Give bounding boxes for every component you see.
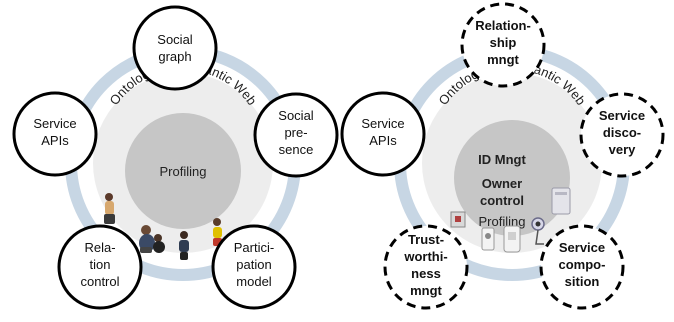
right-center-disc xyxy=(454,120,570,236)
left-center-label: Profiling xyxy=(160,164,207,179)
node-label: Service xyxy=(559,240,605,255)
left-node-relation-control: Rela- tion control xyxy=(57,224,143,310)
node-label: Relation- xyxy=(475,18,531,33)
node-label: Social xyxy=(157,32,193,47)
person-figure xyxy=(213,218,222,246)
node-label: APIs xyxy=(369,133,397,148)
right-node-relationship-mngt: Relation- ship mngt xyxy=(460,2,546,88)
server-device-icon xyxy=(551,187,571,215)
people-figures xyxy=(104,193,222,260)
node-label: mngt xyxy=(487,52,519,67)
node-label: Rela- xyxy=(84,240,115,255)
node-label: Partici- xyxy=(234,240,274,255)
left-diagram: Ontologies - Semantic Web Profiling xyxy=(12,5,339,310)
left-node-service-apis: Service APIs xyxy=(12,91,98,177)
right-node-service-apis: Service APIs xyxy=(340,91,426,177)
right-node-service-discovery: Service disco- very xyxy=(579,92,665,178)
sensor-device-icon xyxy=(450,211,466,228)
node-label: ness xyxy=(411,266,441,281)
node-label: Trust- xyxy=(408,232,444,247)
node-label: compo- xyxy=(559,257,606,272)
node-label: worthi- xyxy=(403,249,447,264)
person-figure xyxy=(179,231,189,260)
right-diagram: Ontologies - Semantic Web ID Mngt Owner … xyxy=(340,2,665,310)
right-node-service-composition: Service compo- sition xyxy=(539,224,625,310)
node-label: APIs xyxy=(41,133,69,148)
node-label: control xyxy=(80,274,119,289)
left-center-disc xyxy=(125,113,241,229)
device-images xyxy=(450,187,571,253)
sensor-device-icon xyxy=(481,227,495,251)
node-label: ship xyxy=(490,35,517,50)
right-center-title-owner: Owner xyxy=(482,176,522,191)
right-center-title-id-mngt: ID Mngt xyxy=(478,152,526,167)
webcam-icon xyxy=(531,217,545,245)
node-label: very xyxy=(609,142,637,157)
node-label: Service xyxy=(599,108,645,123)
node-label: pre- xyxy=(284,125,307,140)
sensor-device-icon xyxy=(503,225,521,253)
node-label: disco- xyxy=(603,125,641,140)
left-node-participation-model: Partici- pation model xyxy=(211,224,297,310)
person-figure xyxy=(139,225,155,253)
right-center-title-control: control xyxy=(480,193,524,208)
node-label: Social xyxy=(278,108,314,123)
person-figure xyxy=(104,193,115,224)
node-label: pation xyxy=(236,257,271,272)
node-label: Service xyxy=(33,116,76,131)
node-label: graph xyxy=(158,49,191,64)
node-label: Service xyxy=(361,116,404,131)
node-label: mngt xyxy=(410,283,442,298)
node-label: tion xyxy=(90,257,111,272)
node-label: model xyxy=(236,274,272,289)
node-label: sition xyxy=(565,274,600,289)
right-node-trustworthiness-mngt: Trust- worthi- ness mngt xyxy=(383,224,469,310)
left-node-social-graph: Social graph xyxy=(132,5,218,91)
left-node-social-presence: Social pre- sence xyxy=(253,92,339,178)
person-figure xyxy=(153,234,165,253)
right-center-label: Profiling xyxy=(479,214,526,229)
node-label: sence xyxy=(279,142,314,157)
